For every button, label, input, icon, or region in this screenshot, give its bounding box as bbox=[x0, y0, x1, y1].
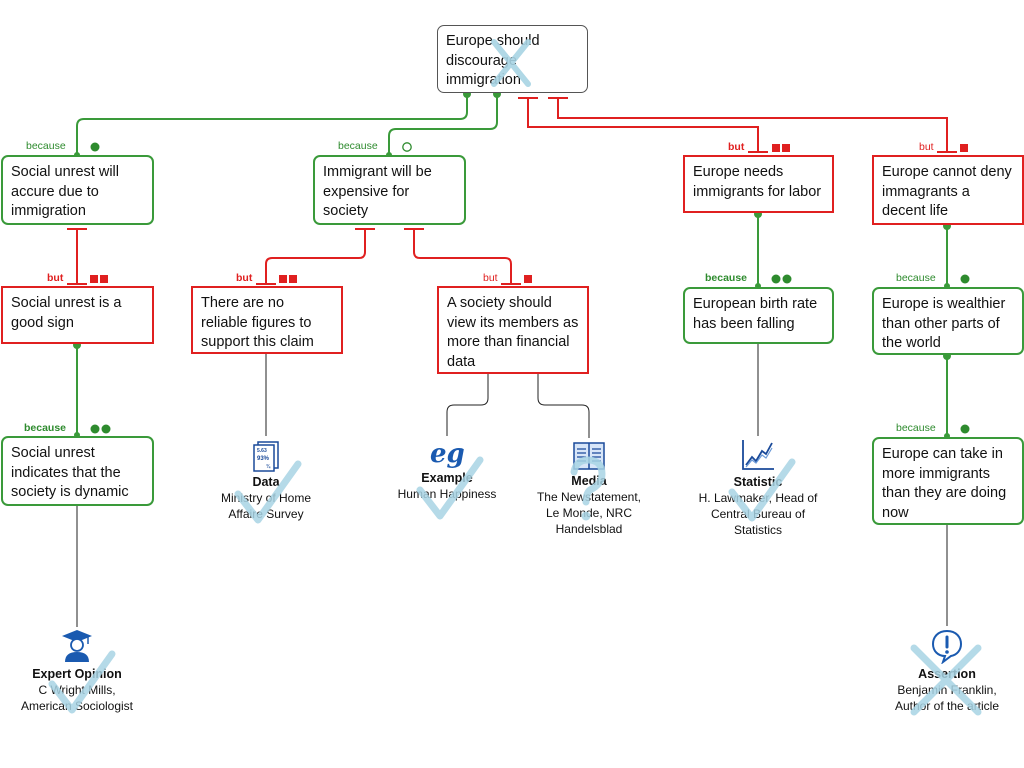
reason-node-expensive[interactable]: Immigrant will be expensive for society bbox=[313, 155, 466, 225]
uncertain-question-mark bbox=[570, 456, 606, 521]
objection-node-no-reliable-figures[interactable]: There are no reliable figures to support… bbox=[191, 286, 343, 354]
strength-dot-hollow bbox=[402, 142, 412, 152]
objection-node-needs-labor[interactable]: Europe needs immigrants for labor bbox=[683, 155, 834, 213]
reason-text: Europe can take in more immigrants than … bbox=[882, 446, 1007, 521]
objection-text: Europe cannot deny immagrants a decent l… bbox=[882, 164, 1012, 219]
graduate-icon bbox=[62, 630, 92, 662]
strength-dots-two bbox=[90, 424, 111, 434]
but-label: but bbox=[236, 272, 253, 284]
accepted-check-mark bbox=[728, 458, 796, 522]
rejected-cross-mark bbox=[491, 39, 531, 87]
reason-node-social-unrest[interactable]: Social unrest will accure due to immigra… bbox=[1, 155, 154, 225]
reason-text: European birth rate has been falling bbox=[693, 296, 818, 332]
source-type: Statistic bbox=[733, 475, 783, 489]
statistic-chart-icon bbox=[742, 440, 774, 470]
reason-node-society-dynamic[interactable]: Social unrest indicates that the society… bbox=[1, 436, 154, 506]
reason-text: Europe is wealthier than other parts of … bbox=[882, 296, 1006, 351]
objection-text: Europe needs immigrants for labor bbox=[693, 164, 822, 200]
reason-text: Immigrant will be expensive for society bbox=[323, 164, 432, 219]
objection-text: A society should view its members as mor… bbox=[447, 295, 579, 370]
strength-dot-filled bbox=[960, 424, 970, 434]
svg-text:5.63: 5.63 bbox=[257, 448, 267, 454]
strength-dots-two bbox=[771, 274, 792, 284]
because-label: because bbox=[24, 422, 67, 434]
because-label: because bbox=[896, 272, 936, 284]
because-label: because bbox=[896, 422, 936, 434]
objection-text: Social unrest is a good sign bbox=[11, 295, 122, 331]
source-type: Example bbox=[421, 471, 473, 485]
but-label: but bbox=[47, 272, 64, 284]
but-label: but bbox=[483, 272, 498, 284]
objection-text: There are no reliable figures to support… bbox=[201, 295, 314, 350]
strength-squares-two bbox=[772, 144, 790, 152]
reason-text: Social unrest indicates that the society… bbox=[11, 445, 129, 500]
svg-text:eg: eg bbox=[430, 439, 465, 468]
source-type: Data bbox=[252, 475, 280, 489]
but-label: but bbox=[728, 141, 745, 153]
reason-node-take-more-immigrants[interactable]: Europe can take in more immigrants than … bbox=[872, 437, 1024, 525]
reason-text: Social unrest will accure due to immigra… bbox=[11, 164, 119, 219]
but-label: but bbox=[919, 141, 934, 153]
data-sheet-icon: 5.63 93% ¾ bbox=[253, 441, 279, 472]
strength-square-one bbox=[524, 275, 532, 283]
example-eg-icon: eg bbox=[430, 439, 465, 468]
strength-squares-two bbox=[90, 275, 108, 283]
objection-node-more-than-financial[interactable]: A society should view its members as mor… bbox=[437, 286, 589, 374]
strength-dot-filled bbox=[960, 274, 970, 284]
accepted-check-mark bbox=[48, 650, 116, 714]
reason-node-europe-wealthier[interactable]: Europe is wealthier than other parts of … bbox=[872, 287, 1024, 355]
accepted-check-mark bbox=[234, 460, 302, 524]
strength-square-one bbox=[960, 144, 968, 152]
objection-node-unrest-good-sign[interactable]: Social unrest is a good sign bbox=[1, 286, 154, 344]
speech-exclamation-icon bbox=[931, 629, 963, 664]
objection-node-decent-life[interactable]: Europe cannot deny immagrants a decent l… bbox=[872, 155, 1024, 225]
rejected-cross-mark bbox=[910, 644, 982, 716]
because-label: because bbox=[705, 272, 748, 284]
svg-text:93%: 93% bbox=[257, 456, 270, 462]
reason-node-birth-rate[interactable]: European birth rate has been falling bbox=[683, 287, 834, 344]
because-label: because bbox=[26, 140, 66, 152]
accepted-check-mark bbox=[416, 456, 484, 520]
svg-text:¾: ¾ bbox=[266, 463, 271, 470]
strength-squares-two bbox=[279, 275, 297, 283]
strength-dot-filled bbox=[90, 142, 100, 152]
because-label: because bbox=[338, 140, 378, 152]
